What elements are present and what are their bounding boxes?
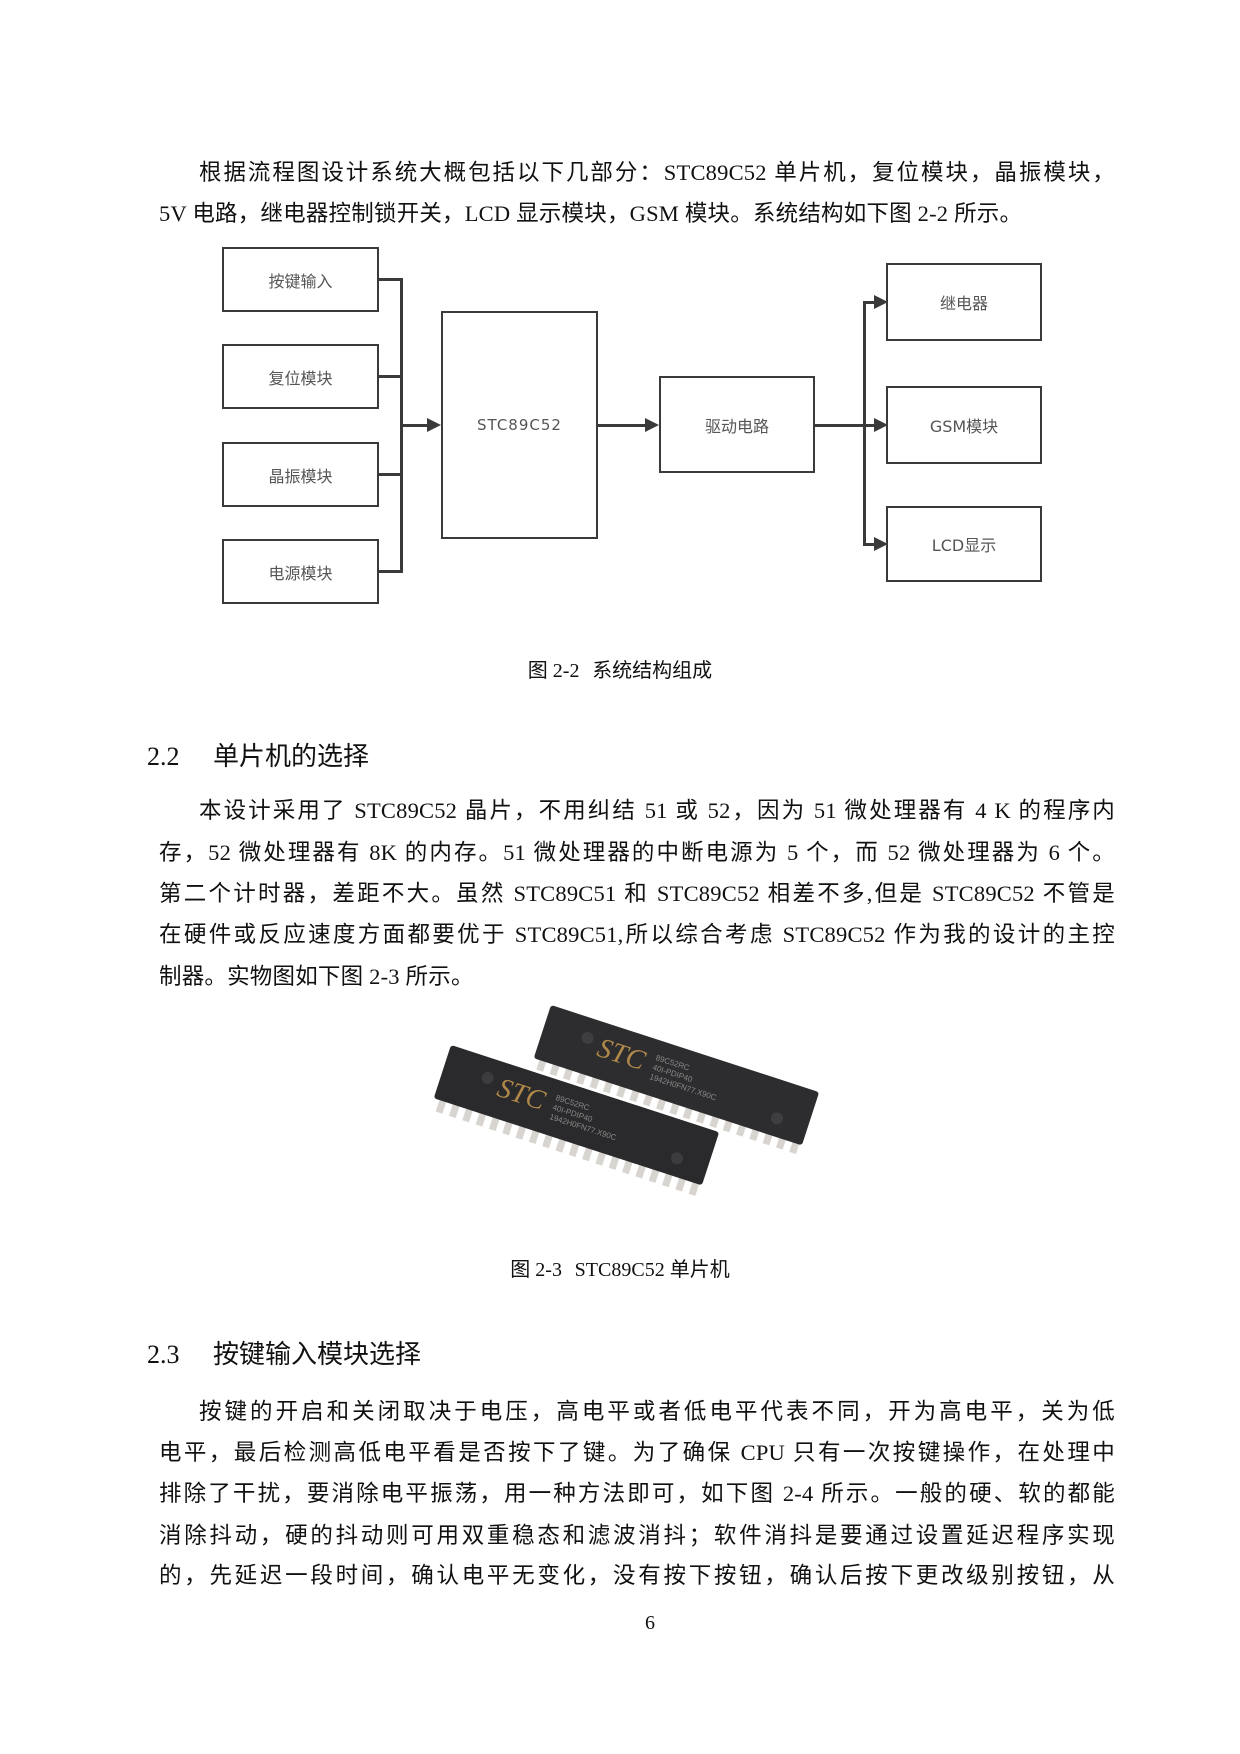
figure-2-2-caption: 图 2-2 系统结构组成 <box>0 656 1240 685</box>
diagram-box-gsm-module: GSM模块 <box>886 386 1042 464</box>
arrow-right-icon <box>427 418 441 432</box>
diagram-box-crystal-module: 晶振模块 <box>222 442 379 507</box>
diagram-box-mcu: STC89C52 <box>441 311 598 539</box>
section-2-2-line-5: 制器。实物图如下图 2-3 所示。 <box>159 964 474 989</box>
section-title: 按键输入模块选择 <box>213 1340 422 1370</box>
paragraph-1-line-1: 根据流程图设计系统大概包括以下几部分：STC89C52 单片机，复位模块，晶振模… <box>199 160 1115 185</box>
connector-bus-right <box>863 301 866 545</box>
paragraph-1-line-2: 5V 电路，继电器控制锁开关，LCD 显示模块，GSM 模块。系统结构如下图 2… <box>159 201 1023 226</box>
page-number: 6 <box>645 1612 655 1634</box>
arrow-right-icon <box>874 295 888 309</box>
connector-line <box>379 473 402 476</box>
caption-text: STC89C52 单片机 <box>574 1259 730 1281</box>
connector-line <box>379 278 402 281</box>
connector-line <box>815 424 865 427</box>
arrow-right-icon <box>645 418 659 432</box>
section-2-3-line-5: 的，先延迟一段时间，确认电平无变化，没有按下按钮，确认后按下更改级别按钮，从 <box>159 1563 1115 1588</box>
diagram-box-relay: 继电器 <box>886 263 1042 341</box>
stc89c52-chip-photo: STC 89C52RC 40I-PDIP40 1942H0FN77.X90C S… <box>434 1005 819 1196</box>
arrow-right-icon <box>874 537 888 551</box>
section-2-3-line-3: 排除了干扰，要消除电平振荡，用一种方法即可，如下图 2-4 所示。一般的硬、软的… <box>159 1481 1115 1506</box>
section-2-3-line-2: 电平，最后检测高低电平看是否按下了键。为了确保 CPU 只有一次按键操作，在处理… <box>159 1440 1115 1465</box>
connector-line <box>598 424 646 427</box>
section-2-2-line-2: 存，52 微处理器有 8K 的内存。51 微处理器的中断电源为 5 个，而 52… <box>159 840 1115 865</box>
section-2-2-heading: 2.2 单片机的选择 <box>147 740 369 774</box>
diagram-box-power-module: 电源模块 <box>222 539 379 604</box>
section-number: 2.3 <box>147 1340 180 1369</box>
diagram-box-key-input: 按键输入 <box>222 247 379 312</box>
section-2-3-heading: 2.3 按键输入模块选择 <box>147 1338 421 1372</box>
connector-line <box>379 375 402 378</box>
section-2-3-line-1: 按键的开启和关闭取决于电压，高电平或者低电平代表不同，开为高电平，关为低 <box>199 1399 1115 1424</box>
connector-line <box>379 570 402 573</box>
section-2-2-line-3: 第二个计时器，差距不大。虽然 STC89C51 和 STC89C52 相差不多,… <box>159 881 1115 906</box>
section-number: 2.2 <box>147 742 180 771</box>
connector-line <box>863 301 883 304</box>
caption-number: 图 2-3 <box>510 1259 562 1281</box>
section-title: 单片机的选择 <box>213 742 370 772</box>
diagram-box-driver-circuit: 驱动电路 <box>659 376 815 473</box>
section-2-3-line-4: 消除抖动，硬的抖动则可用双重稳态和滤波消抖；软件消抖是要通过设置延迟程序实现 <box>159 1523 1115 1548</box>
diagram-box-reset-module: 复位模块 <box>222 344 379 409</box>
section-2-2-line-4: 在硬件或反应速度方面都要优于 STC89C51,所以综合考虑 STC89C52 … <box>159 922 1115 947</box>
connector-line <box>400 424 428 427</box>
diagram-box-lcd-display: LCD显示 <box>886 506 1042 582</box>
caption-number: 图 2-2 <box>527 660 580 682</box>
caption-text: 系统结构组成 <box>592 658 713 682</box>
connector-line <box>863 424 883 427</box>
section-2-2-line-1: 本设计采用了 STC89C52 晶片，不用纠结 51 或 52，因为 51 微处… <box>199 798 1115 823</box>
connector-line <box>863 543 883 546</box>
figure-2-3-caption: 图 2-3 STC89C52 单片机 <box>0 1255 1240 1284</box>
arrow-right-icon <box>874 418 888 432</box>
